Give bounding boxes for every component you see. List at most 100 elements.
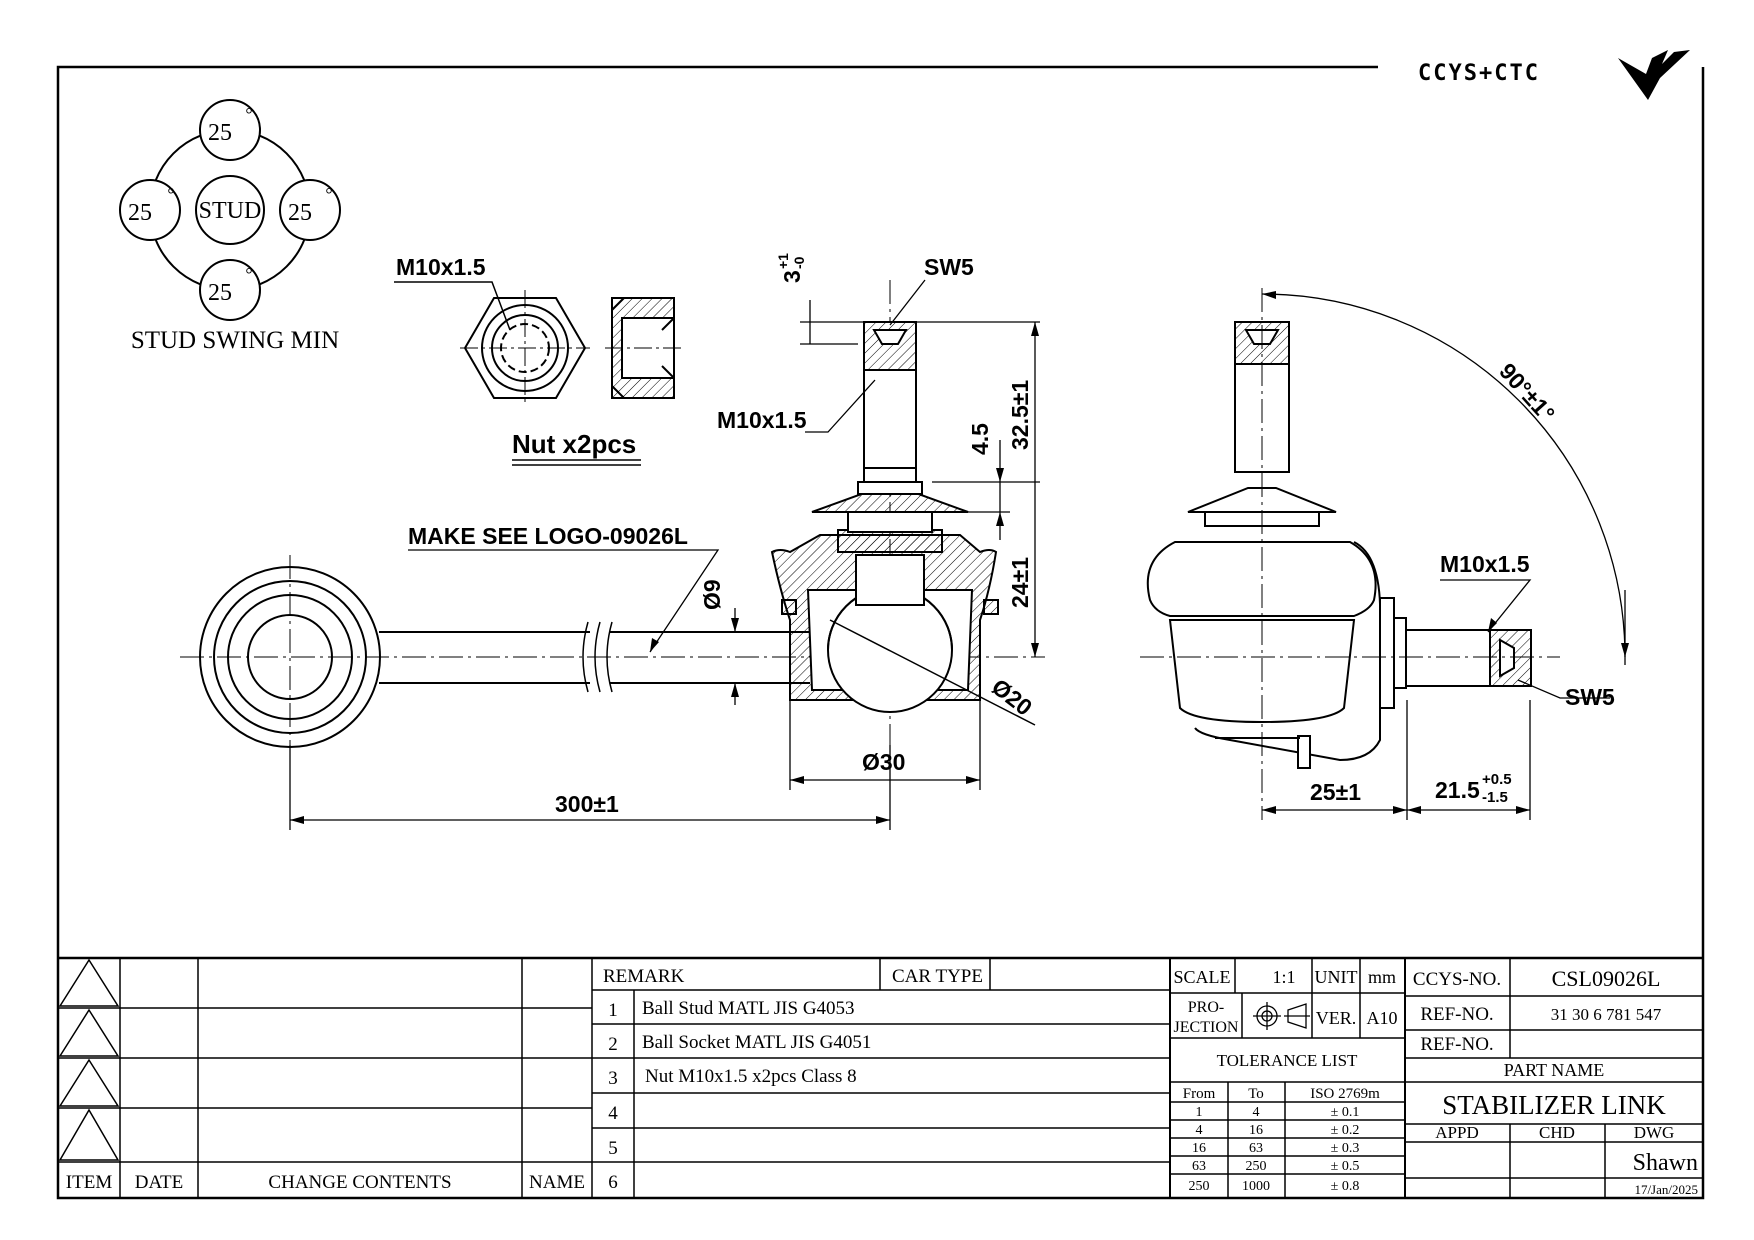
dim-21-5-sup: +0.5 xyxy=(1482,771,1512,788)
tol-row4-to: 250 xyxy=(1246,1159,1267,1174)
tol-row5-from: 250 xyxy=(1189,1179,1210,1194)
swing-left-circle xyxy=(119,179,181,241)
remark-no-5: 5 xyxy=(608,1138,618,1159)
revision-triangles xyxy=(58,958,120,1161)
sw5-top-label: SW5 xyxy=(924,254,974,280)
tol-row3-to: 63 xyxy=(1249,1141,1263,1156)
side-thread-label: M10x1.5 xyxy=(1440,551,1530,577)
title-block-lines xyxy=(58,956,1703,1198)
drawing-date: 17/Jan/2025 xyxy=(1634,1182,1698,1197)
ccys-no-label: CCYS-NO. xyxy=(1413,969,1501,990)
swing-top-circle xyxy=(199,99,261,161)
ref-no-value: 31 30 6 781 547 xyxy=(1551,1005,1662,1024)
projection-symbol-icon xyxy=(1253,1002,1310,1030)
stud-swing-diagram xyxy=(119,99,341,321)
dwg-label: DWG xyxy=(1634,1123,1675,1142)
nut-caption: Nut x2pcs xyxy=(512,429,636,459)
swing-bottom-circle xyxy=(199,259,261,321)
tol-row1-from: 1 xyxy=(1196,1105,1203,1120)
dim-3-tol-sub: -0 xyxy=(791,256,807,269)
nut-thread-label: M10x1.5 xyxy=(396,254,486,280)
header-change-contents: CHANGE CONTENTS xyxy=(268,1172,451,1193)
appd-label: APPD xyxy=(1435,1123,1478,1142)
swing-center-circle xyxy=(195,175,265,245)
scale-value: 1:1 xyxy=(1272,967,1295,987)
remark-label: REMARK xyxy=(603,966,685,987)
nut-leader-lines xyxy=(394,281,641,466)
dim-phi9: Ø9 xyxy=(699,579,725,610)
ball-joint-section xyxy=(770,321,1036,726)
tol-row2-tol: ± 0.2 xyxy=(1331,1123,1360,1138)
nut-section-view xyxy=(605,297,682,399)
right-dimension-arrows xyxy=(1262,291,1629,814)
header-date: DATE xyxy=(135,1172,184,1193)
swing-degree-bottom: ° xyxy=(245,264,252,284)
remark-no-6: 6 xyxy=(608,1172,618,1193)
part-name-value: STABILIZER LINK xyxy=(1442,1090,1666,1120)
main-dimension-lines xyxy=(289,279,1040,830)
ref-no2-label: REF-NO. xyxy=(1420,1034,1493,1055)
remark-text-3: Nut M10x1.5 x2pcs Class 8 xyxy=(645,1066,857,1087)
remark-no-3: 3 xyxy=(608,1068,618,1089)
sw5-side-label: SW5 xyxy=(1565,684,1615,710)
dim-3-tol-sup: +1 xyxy=(775,253,791,269)
remark-no-1: 1 xyxy=(608,1000,618,1021)
dim-32-5: 32.5±1 xyxy=(1007,380,1033,450)
dim-25: 25±1 xyxy=(1310,779,1361,805)
tol-row1-tol: ± 0.1 xyxy=(1331,1105,1360,1120)
nut-front-view xyxy=(460,290,590,406)
logo-mark xyxy=(1618,50,1690,100)
sheet-border xyxy=(56,65,1705,1200)
ccys-no-value: CSL09026L xyxy=(1552,966,1661,991)
ver-value: A10 xyxy=(1367,1008,1398,1028)
swing-center-label: STUD xyxy=(199,198,262,224)
tol-row2-from: 4 xyxy=(1196,1123,1203,1138)
remark-no-2: 2 xyxy=(608,1034,618,1055)
tol-row1-to: 4 xyxy=(1253,1105,1260,1120)
swing-angle-top: 25 xyxy=(208,120,232,146)
swing-angle-right: 25 xyxy=(288,200,312,226)
dim-angle-90: 90°±1° xyxy=(1494,358,1560,427)
dim-300: 300±1 xyxy=(555,791,619,817)
tol-row4-from: 63 xyxy=(1192,1159,1206,1174)
unit-value: mm xyxy=(1368,967,1396,987)
tolerance-header-to: To xyxy=(1248,1086,1264,1102)
drawn-by: Shawn xyxy=(1633,1150,1698,1176)
dim-21-5-base: 21.5 xyxy=(1435,777,1480,803)
dim-24: 24±1 xyxy=(1007,557,1033,608)
make-see-logo-label: MAKE SEE LOGO-09026L xyxy=(408,523,688,549)
swing-angle-bottom: 25 xyxy=(208,280,232,306)
right-view xyxy=(1146,321,1532,769)
projection-label-2: JECTION xyxy=(1174,1019,1239,1036)
remark-text-2: Ball Socket MATL JIS G4051 xyxy=(642,1032,871,1053)
header-name: NAME xyxy=(529,1172,585,1193)
stud-thread-label: M10x1.5 xyxy=(717,407,807,433)
swing-degree-right: ° xyxy=(325,184,332,204)
swing-right-circle xyxy=(279,179,341,241)
remark-text-1: Ball Stud MATL JIS G4053 xyxy=(642,998,855,1019)
unit-label: UNIT xyxy=(1315,967,1358,987)
ver-label: VER. xyxy=(1316,1008,1357,1028)
tol-row5-to: 1000 xyxy=(1242,1179,1270,1194)
swing-caption: STUD SWING MIN xyxy=(131,327,339,354)
tolerance-header-from: From xyxy=(1183,1086,1216,1102)
car-type-label: CAR TYPE xyxy=(892,966,983,987)
main-dimension-arrows xyxy=(290,322,1039,824)
swing-degree-left: ° xyxy=(167,184,174,204)
tol-row4-tol: ± 0.5 xyxy=(1331,1159,1360,1174)
tol-row2-to: 16 xyxy=(1249,1123,1263,1138)
header-item: ITEM xyxy=(66,1172,113,1193)
logo-text: CCYS+CTC xyxy=(1418,61,1540,86)
projection-label-1: PRO- xyxy=(1188,999,1224,1016)
tolerance-header-iso: ISO 2769m xyxy=(1310,1086,1380,1102)
dim-phi30: Ø30 xyxy=(862,749,905,775)
swing-angle-left: 25 xyxy=(128,200,152,226)
dim-4-5: 4.5 xyxy=(967,423,993,455)
tol-row3-tol: ± 0.3 xyxy=(1331,1141,1360,1156)
tol-row3-from: 16 xyxy=(1192,1141,1206,1156)
chd-label: CHD xyxy=(1539,1123,1575,1142)
tol-row5-tol: ± 0.8 xyxy=(1331,1179,1360,1194)
tolerance-title: TOLERANCE LIST xyxy=(1217,1051,1358,1070)
swing-degree-top: ° xyxy=(245,104,252,124)
